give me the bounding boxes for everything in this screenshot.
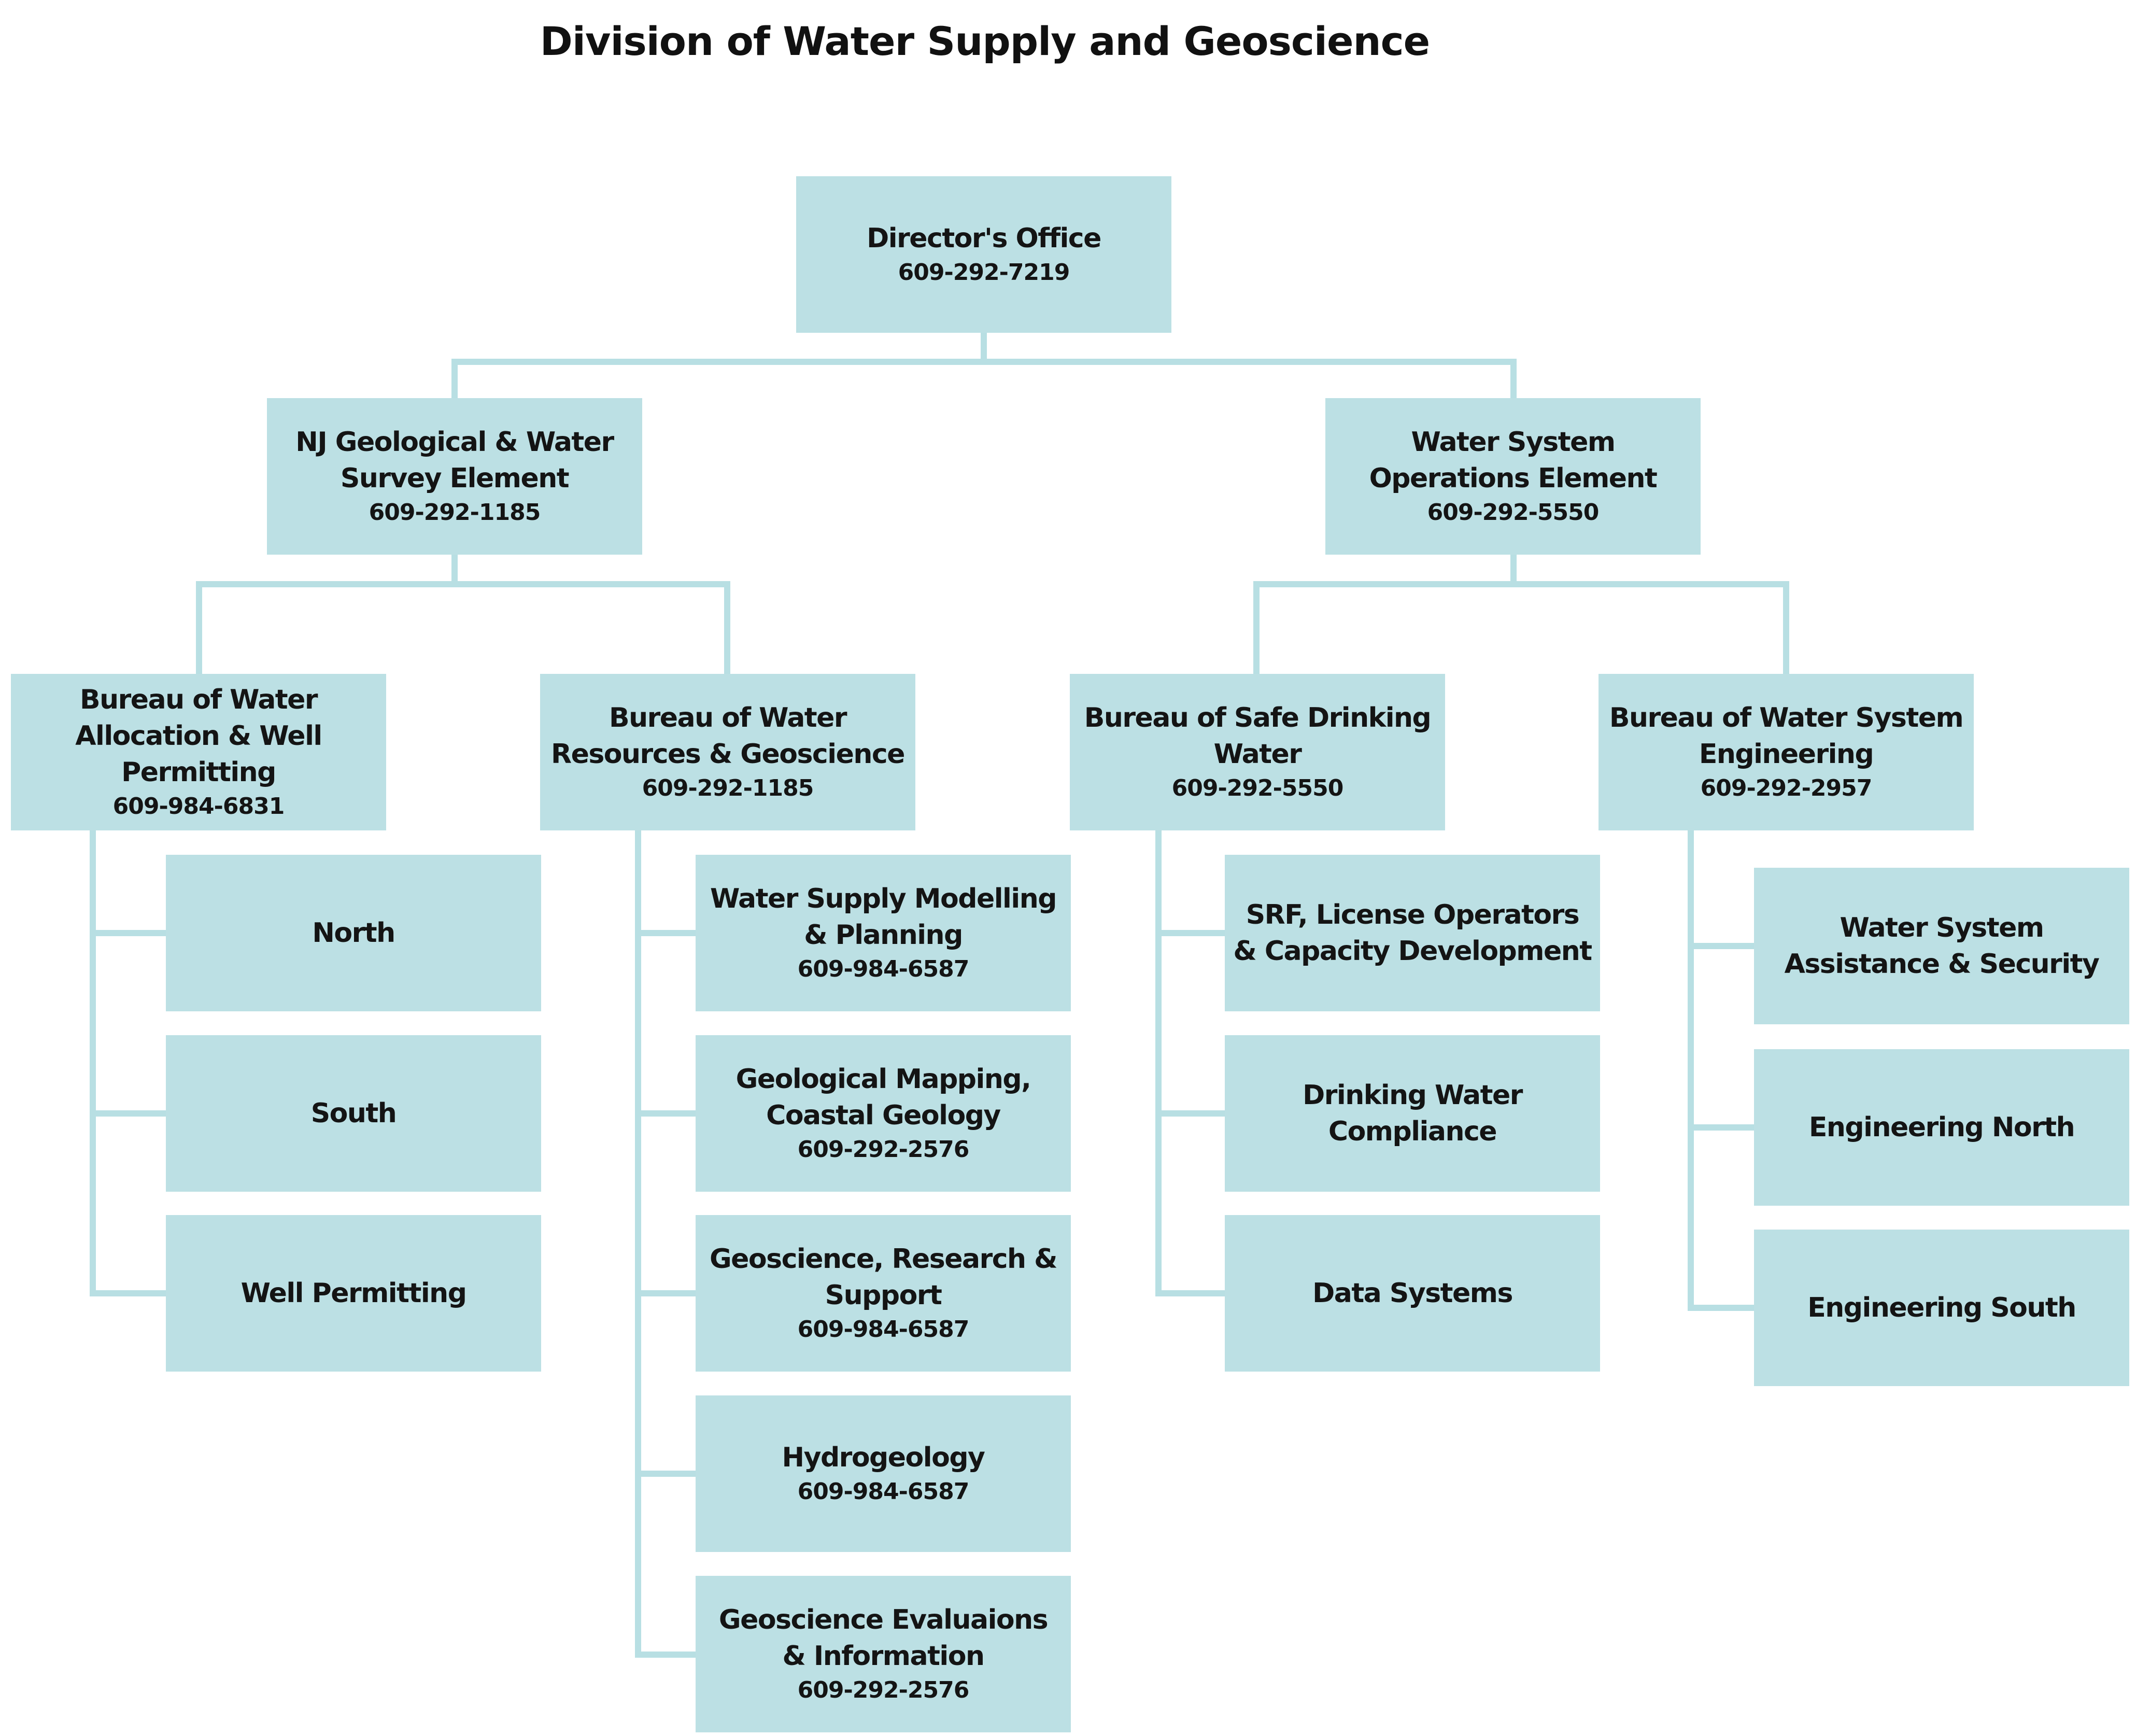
unit-phone: 609-984-6587 — [797, 956, 970, 982]
unit-phone: 609-292-7219 — [898, 259, 1070, 286]
unit-water-supply-modelling-box: Water Supply Modelling & Planning 609-98… — [696, 855, 1071, 1011]
unit-phone: 609-984-6587 — [797, 1316, 970, 1343]
unit-phone: 609-292-1185 — [642, 775, 814, 801]
unit-name: Water System Assistance & Security — [1784, 912, 2100, 980]
unit-name: Hydrogeology — [782, 1442, 985, 1473]
unit-phone: 609-292-1185 — [369, 499, 541, 526]
unit-name: Water Supply Modelling & Planning — [710, 883, 1057, 951]
unit-name: Bureau of Safe Drinking Water — [1084, 702, 1432, 770]
unit-engineering-north-box: Engineering North — [1754, 1049, 2129, 1206]
unit-geological-mapping-box: Geological Mapping, Coastal Geology 609-… — [696, 1035, 1071, 1192]
chart-title: Division of Water Supply and Geoscience — [540, 18, 1430, 64]
bureau-safe-drinking-water-box: Bureau of Safe Drinking Water 609-292-55… — [1070, 674, 1445, 830]
unit-name: Geological Mapping, Coastal Geology — [735, 1064, 1031, 1131]
unit-name: SRF, License Operators & Capacity Develo… — [1233, 899, 1592, 967]
unit-name: Bureau of Water Allocation & Well Permit… — [75, 684, 322, 788]
unit-name: Director's Office — [867, 223, 1101, 254]
unit-name: North — [312, 918, 395, 949]
unit-name: Drinking Water Compliance — [1303, 1080, 1523, 1147]
bureau-water-system-engineering-box: Bureau of Water System Engineering 609-2… — [1599, 674, 1974, 830]
unit-name: Water System Operations Element — [1369, 427, 1658, 494]
unit-well-permitting-box: Well Permitting — [166, 1215, 541, 1372]
unit-name: Data Systems — [1312, 1278, 1513, 1309]
unit-name: Engineering South — [1807, 1292, 2076, 1323]
nj-geological-water-survey-element-box: NJ Geological & Water Survey Element 609… — [267, 398, 642, 555]
water-system-operations-element-box: Water System Operations Element 609-292-… — [1325, 398, 1701, 555]
unit-name: South — [310, 1098, 397, 1129]
bureau-water-resources-box: Bureau of Water Resources & Geoscience 6… — [540, 674, 915, 830]
unit-water-system-assistance-box: Water System Assistance & Security — [1754, 868, 2129, 1024]
unit-phone: 609-984-6587 — [797, 1478, 970, 1505]
unit-south-box: South — [166, 1035, 541, 1192]
unit-geoscience-research-box: Geoscience, Research & Support 609-984-6… — [696, 1215, 1071, 1372]
unit-srf-license-operators-box: SRF, License Operators & Capacity Develo… — [1225, 855, 1600, 1011]
unit-name: NJ Geological & Water Survey Element — [295, 427, 614, 494]
unit-name: Engineering North — [1808, 1112, 2075, 1143]
unit-name: Well Permitting — [241, 1278, 467, 1309]
unit-geoscience-evaluations-box: Geoscience Evaluaions & Information 609-… — [696, 1576, 1071, 1732]
bureau-water-allocation-box: Bureau of Water Allocation & Well Permit… — [11, 674, 386, 830]
unit-hydrogeology-box: Hydrogeology 609-984-6587 — [696, 1395, 1071, 1552]
unit-phone: 609-292-5550 — [1171, 775, 1344, 801]
unit-phone: 609-292-5550 — [1427, 499, 1600, 526]
unit-north-box: North — [166, 855, 541, 1011]
unit-name: Bureau of Water System Engineering — [1609, 702, 1964, 770]
unit-data-systems-box: Data Systems — [1225, 1215, 1600, 1372]
unit-phone: 609-292-2576 — [797, 1677, 970, 1703]
unit-phone: 609-984-6831 — [112, 793, 285, 820]
unit-drinking-water-compliance-box: Drinking Water Compliance — [1225, 1035, 1600, 1192]
unit-phone: 609-292-2957 — [1700, 775, 1873, 801]
directors-office-box: Director's Office 609-292-7219 — [796, 176, 1171, 333]
unit-name: Geoscience Evaluaions & Information — [718, 1604, 1049, 1672]
unit-engineering-south-box: Engineering South — [1754, 1230, 2129, 1386]
unit-phone: 609-292-2576 — [797, 1136, 970, 1163]
unit-name: Geoscience, Research & Support — [709, 1244, 1058, 1311]
unit-name: Bureau of Water Resources & Geoscience — [551, 702, 905, 770]
